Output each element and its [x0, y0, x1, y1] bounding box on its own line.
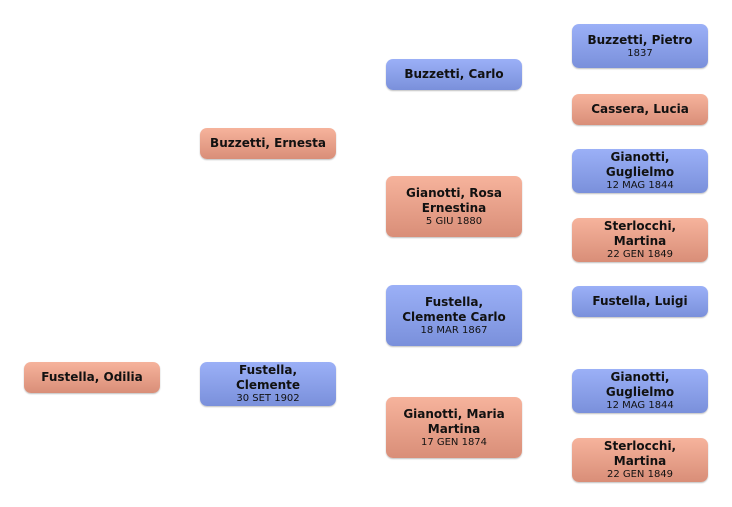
person-name: Gianotti, Guglielmo — [605, 150, 675, 179]
person-name: Buzzetti, Ernesta — [210, 136, 326, 150]
person-name: Buzzetti, Pietro — [587, 32, 693, 47]
person-name: Sterlocchi, Martina — [603, 219, 677, 248]
person-date: 12 MAG 1844 — [606, 180, 674, 191]
person-great-grandparent[interactable]: Gianotti, Guglielmo 12 MAG 1844 — [572, 149, 708, 193]
person-grandparent[interactable]: Gianotti, Rosa Ernestina 5 GIU 1880 — [386, 176, 522, 237]
person-grandparent[interactable]: Gianotti, Maria Martina 17 GEN 1874 — [386, 397, 522, 458]
person-root[interactable]: Fustella, Odilia — [24, 362, 160, 393]
person-date: 22 GEN 1849 — [606, 469, 674, 480]
person-name: Sterlocchi, Martina — [603, 439, 677, 468]
person-name: Fustella, Clemente — [235, 363, 301, 392]
person-date: 12 MAG 1844 — [606, 400, 674, 411]
person-date: 17 GEN 1874 — [420, 436, 488, 448]
person-great-grandparent[interactable]: Cassera, Lucia — [572, 94, 708, 125]
person-name: Fustella, Clemente Carlo — [402, 294, 506, 324]
person-grandparent[interactable]: Buzzetti, Carlo — [386, 59, 522, 90]
person-father[interactable]: Fustella, Clemente 30 SET 1902 — [200, 362, 336, 406]
person-name: Cassera, Lucia — [591, 102, 689, 116]
person-name: Fustella, Odilia — [41, 370, 143, 384]
person-great-grandparent[interactable]: Buzzetti, Pietro 1837 — [572, 24, 708, 68]
person-date: 30 SET 1902 — [236, 393, 300, 404]
person-name: Gianotti, Rosa Ernestina — [406, 185, 502, 215]
person-name: Gianotti, Maria Martina — [403, 406, 505, 436]
person-great-grandparent[interactable]: Sterlocchi, Martina 22 GEN 1849 — [572, 218, 708, 262]
person-mother[interactable]: Buzzetti, Ernesta — [200, 128, 336, 159]
person-great-grandparent[interactable]: Fustella, Luigi — [572, 286, 708, 317]
person-date: 5 GIU 1880 — [425, 215, 483, 227]
person-name: Gianotti, Guglielmo — [605, 370, 675, 399]
person-great-grandparent[interactable]: Sterlocchi, Martina 22 GEN 1849 — [572, 438, 708, 482]
person-date: 22 GEN 1849 — [606, 249, 674, 260]
person-name: Buzzetti, Carlo — [404, 67, 504, 81]
person-date: 18 MAR 1867 — [420, 324, 488, 336]
person-date: 1837 — [627, 47, 653, 59]
person-name: Fustella, Luigi — [592, 294, 688, 308]
person-grandparent[interactable]: Fustella, Clemente Carlo 18 MAR 1867 — [386, 285, 522, 346]
person-great-grandparent[interactable]: Gianotti, Guglielmo 12 MAG 1844 — [572, 369, 708, 413]
